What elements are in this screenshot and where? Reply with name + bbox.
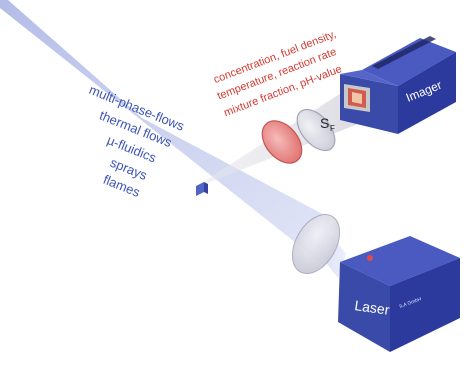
signal-symbol: S xyxy=(320,115,329,131)
probe-volume xyxy=(196,182,208,196)
applications-list: multi-phase-flows thermal flows µ-fluidi… xyxy=(87,82,187,200)
signal-label: S F xyxy=(320,115,335,133)
light-sheet xyxy=(0,0,330,262)
optical-filter xyxy=(261,120,303,164)
objective-lens xyxy=(296,108,336,152)
imager-camera: Imager xyxy=(340,36,456,134)
laser-label: Laser xyxy=(354,297,391,318)
signal-subscript: F xyxy=(330,124,335,133)
laser-device: Laser ILA GmbH xyxy=(338,236,460,352)
sheet-lens xyxy=(291,214,341,274)
